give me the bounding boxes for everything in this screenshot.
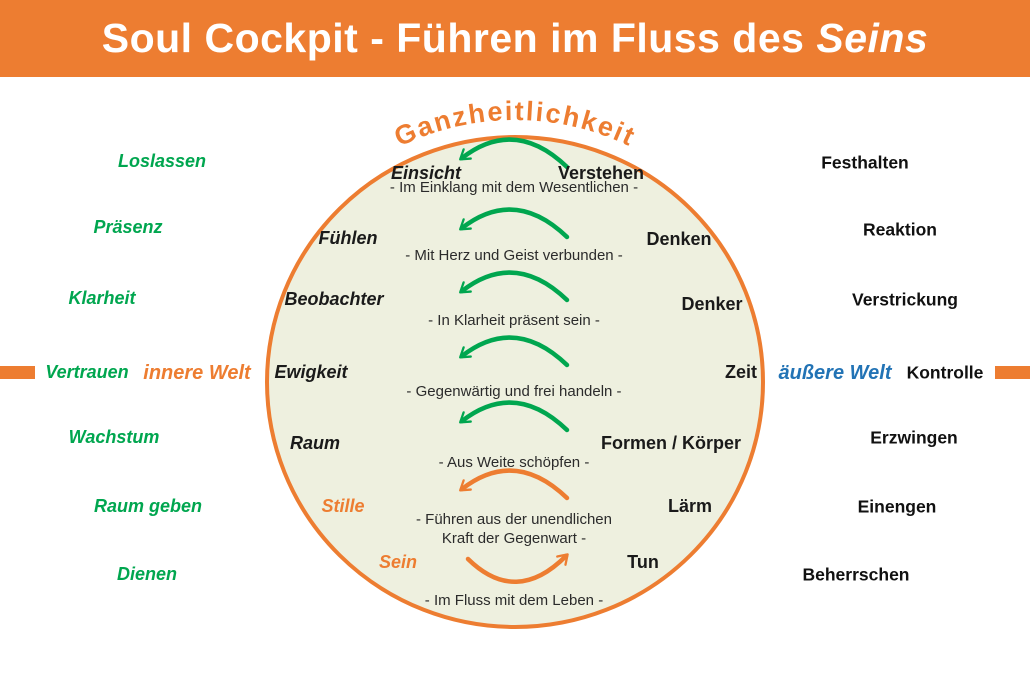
transform-arrow-row1 <box>459 137 570 170</box>
inner-left-label-beobachter: Beobachter <box>284 289 384 310</box>
outer-left-label-klarheit: Klarheit <box>68 288 136 309</box>
inner-world-axis-label: innere Welt <box>143 362 251 384</box>
outer-right-label-kontrolle: Kontrolle <box>906 362 984 383</box>
inner-left-label-stille: Stille <box>321 496 365 517</box>
outer-world-axis-label: äußere Welt <box>778 362 892 384</box>
inner-left-label-fuehlen: Fühlen <box>318 228 378 249</box>
inner-right-label-laerm: Lärm <box>667 496 713 517</box>
caption-row1: - Im Einklang mit dem Wesentlichen - <box>389 178 639 196</box>
inner-left-label-sein: Sein <box>378 552 418 573</box>
page-title: Soul Cockpit - Führen im Fluss des Seins <box>102 15 929 62</box>
outer-left-label-wachstum: Wachstum <box>68 427 160 448</box>
title-bar: Soul Cockpit - Führen im Fluss des Seins <box>0 0 1030 77</box>
transform-arrow-row3 <box>459 270 570 303</box>
inner-left-label-raum: Raum <box>289 433 341 454</box>
flow-arrow-row7 <box>465 553 569 584</box>
caption-row4: - Gegenwärtig und frei handeln - <box>406 382 622 400</box>
outer-left-label-praesenz: Präsenz <box>93 217 163 238</box>
transform-arrow-row2 <box>459 207 570 240</box>
transform-arrow-row4 <box>459 335 570 368</box>
cycle-circle <box>265 135 765 629</box>
outer-left-label-raum-geben: Raum geben <box>93 496 203 517</box>
page-title-accent: Seins <box>816 15 929 61</box>
caption-row6: - Führen aus der unendlichen Kraft der G… <box>416 510 612 547</box>
outer-right-label-reaktion: Reaktion <box>863 219 937 240</box>
inner-right-label-denker: Denker <box>681 294 743 315</box>
inner-world-axis-bar-left <box>0 366 35 379</box>
outer-left-label-vertrauen: Vertrauen <box>45 362 129 383</box>
outer-right-label-beherrschen: Beherrschen <box>802 564 910 585</box>
inner-left-label-einsicht: Einsicht <box>390 163 462 184</box>
caption-row3: - In Klarheit präsent sein - <box>428 311 600 329</box>
outer-left-label-loslassen: Loslassen <box>117 151 207 172</box>
inner-right-label-formen-koerper: Formen / Körper <box>600 433 742 454</box>
inner-right-label-tun: Tun <box>627 552 659 573</box>
inner-right-label-verstehen: Verstehen <box>557 163 645 184</box>
caption-row2: - Mit Herz und Geist verbunden - <box>405 246 623 264</box>
inner-right-label-denken: Denken <box>646 229 712 250</box>
outer-right-label-verstrickung: Verstrickung <box>851 289 959 310</box>
page-title-main: Soul Cockpit - Führen im Fluss des <box>101 15 805 61</box>
outer-right-label-festhalten: Festhalten <box>821 152 909 173</box>
inner-right-label-zeit: Zeit <box>724 362 758 383</box>
outer-left-label-dienen: Dienen <box>116 564 178 585</box>
transform-arrow-row5 <box>459 400 570 433</box>
outer-world-axis-bar-right <box>995 366 1030 379</box>
inner-left-label-ewigkeit: Ewigkeit <box>274 362 348 383</box>
caption-row7: - Im Fluss mit dem Leben - <box>424 591 604 609</box>
transform-arrow-row6 <box>459 468 570 501</box>
outer-right-label-erzwingen: Erzwingen <box>870 427 958 448</box>
caption-row5: - Aus Weite schöpfen - <box>438 453 590 471</box>
outer-right-label-einengen: Einengen <box>857 496 937 517</box>
